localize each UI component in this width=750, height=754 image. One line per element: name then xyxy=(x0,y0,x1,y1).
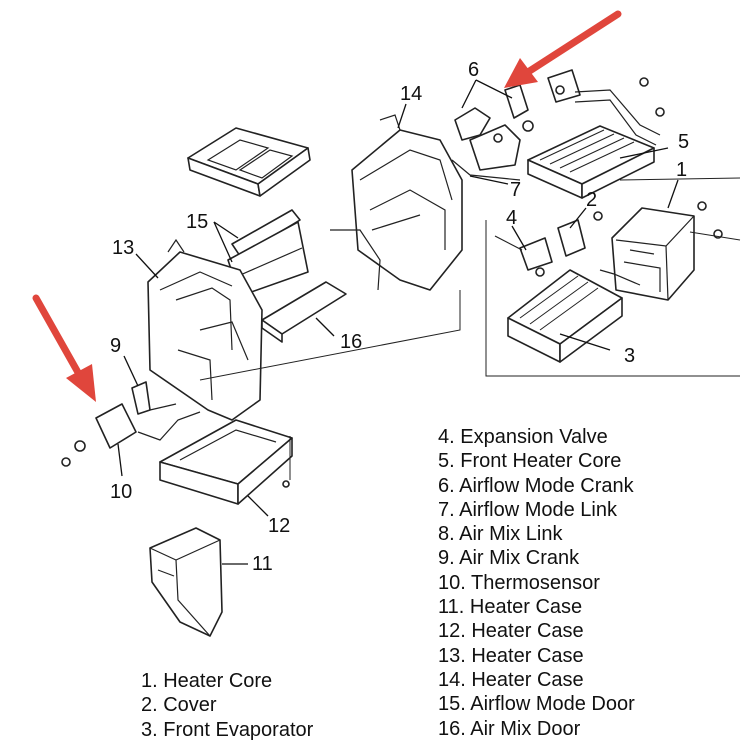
leader-lines xyxy=(117,79,679,565)
heater-case-12 xyxy=(159,419,293,505)
callout-16: 16 xyxy=(340,331,362,353)
red-arrow-top xyxy=(524,10,622,76)
legend-item: 12. Heater Case xyxy=(438,620,584,643)
callout-1: 1 xyxy=(676,159,687,181)
pipe-bracket xyxy=(547,69,665,146)
cover-and-valve xyxy=(494,211,603,277)
legend-item: 3. Front Evaporator xyxy=(141,718,314,741)
callout-5: 5 xyxy=(678,131,689,153)
air-mix-door xyxy=(261,281,347,343)
legend-item: 14. Heater Case xyxy=(438,668,584,691)
callout-12: 12 xyxy=(268,515,290,537)
red-arrow-top-head xyxy=(504,58,538,88)
front-heater-core xyxy=(527,125,655,199)
legend-item: 13. Heater Case xyxy=(438,644,584,667)
grille-frame xyxy=(187,127,311,197)
highlight-arrows xyxy=(32,10,622,402)
legend-left-column: 1. Heater Core 2. Cover 3. Front Evapora… xyxy=(141,669,313,742)
legend-item: 16. Air Mix Door xyxy=(438,717,581,740)
heater-case-11 xyxy=(149,527,223,637)
callout-3: 3 xyxy=(624,345,635,367)
callout-10: 10 xyxy=(110,481,132,503)
callout-9: 9 xyxy=(110,335,121,357)
legend-item: 9. Air Mix Crank xyxy=(438,547,580,570)
legend-item: 6. Airflow Mode Crank xyxy=(438,474,634,497)
legend-item: 8. Air Mix Link xyxy=(438,523,563,546)
legend-item: 2. Cover xyxy=(141,694,217,717)
callout-labels: 1 2 3 4 5 6 7 9 10 11 12 13 14 15 16 xyxy=(110,59,689,575)
heater-case-13 xyxy=(147,238,263,421)
heater-case-14 xyxy=(330,114,463,291)
legend-item: 10. Thermosensor xyxy=(438,571,600,594)
red-arrow-left xyxy=(32,294,84,380)
callout-14: 14 xyxy=(400,83,422,105)
front-evaporator xyxy=(507,269,623,363)
legend-item: 7. Airflow Mode Link xyxy=(438,498,617,521)
callout-15: 15 xyxy=(186,211,208,233)
callout-6: 6 xyxy=(468,59,479,81)
legend-item: 5. Front Heater Core xyxy=(438,450,622,473)
callout-11: 11 xyxy=(252,553,273,575)
callout-13: 13 xyxy=(112,237,134,259)
legend-item: 15. Airflow Mode Door xyxy=(438,693,635,716)
callout-7: 7 xyxy=(510,179,521,201)
assembly-guides xyxy=(199,177,741,480)
legend-item: 11. Heater Case xyxy=(438,596,583,619)
legend-right-column: 4. Expansion Valve 5. Front Heater Core … xyxy=(438,425,635,741)
crank-link-assembly xyxy=(451,84,534,181)
heater-core-unit xyxy=(599,201,723,301)
callout-4: 4 xyxy=(506,207,517,229)
callout-2: 2 xyxy=(586,189,597,211)
legend-item: 1. Heater Core xyxy=(141,670,273,692)
legend-item: 4. Expansion Valve xyxy=(438,426,608,448)
red-arrow-left-head xyxy=(66,364,96,402)
crank-and-sensor xyxy=(61,381,201,467)
